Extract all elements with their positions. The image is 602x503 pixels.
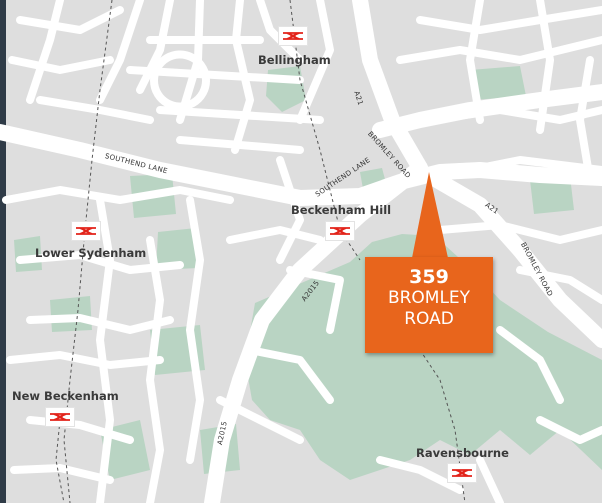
station-label-lower-sydenham: Lower Sydenham bbox=[35, 246, 147, 260]
national-rail-icon bbox=[278, 26, 308, 46]
national-rail-icon bbox=[45, 407, 75, 427]
station-label-bellingham: Bellingham bbox=[258, 53, 331, 67]
marker-line1: BROMLEY bbox=[387, 288, 471, 308]
marker-line2: ROAD bbox=[404, 309, 454, 329]
property-marker[interactable]: 359 BROMLEY ROAD bbox=[365, 257, 493, 353]
marker-number: 359 bbox=[409, 266, 449, 288]
station-label-beckenham-hill: Beckenham Hill bbox=[291, 203, 392, 217]
national-rail-icon bbox=[447, 463, 477, 483]
national-rail-icon bbox=[325, 221, 355, 241]
station-label-new-beckenham: New Beckenham bbox=[12, 389, 119, 403]
station-label-ravensbourne: Ravensbourne bbox=[416, 446, 509, 460]
national-rail-icon bbox=[71, 221, 101, 241]
